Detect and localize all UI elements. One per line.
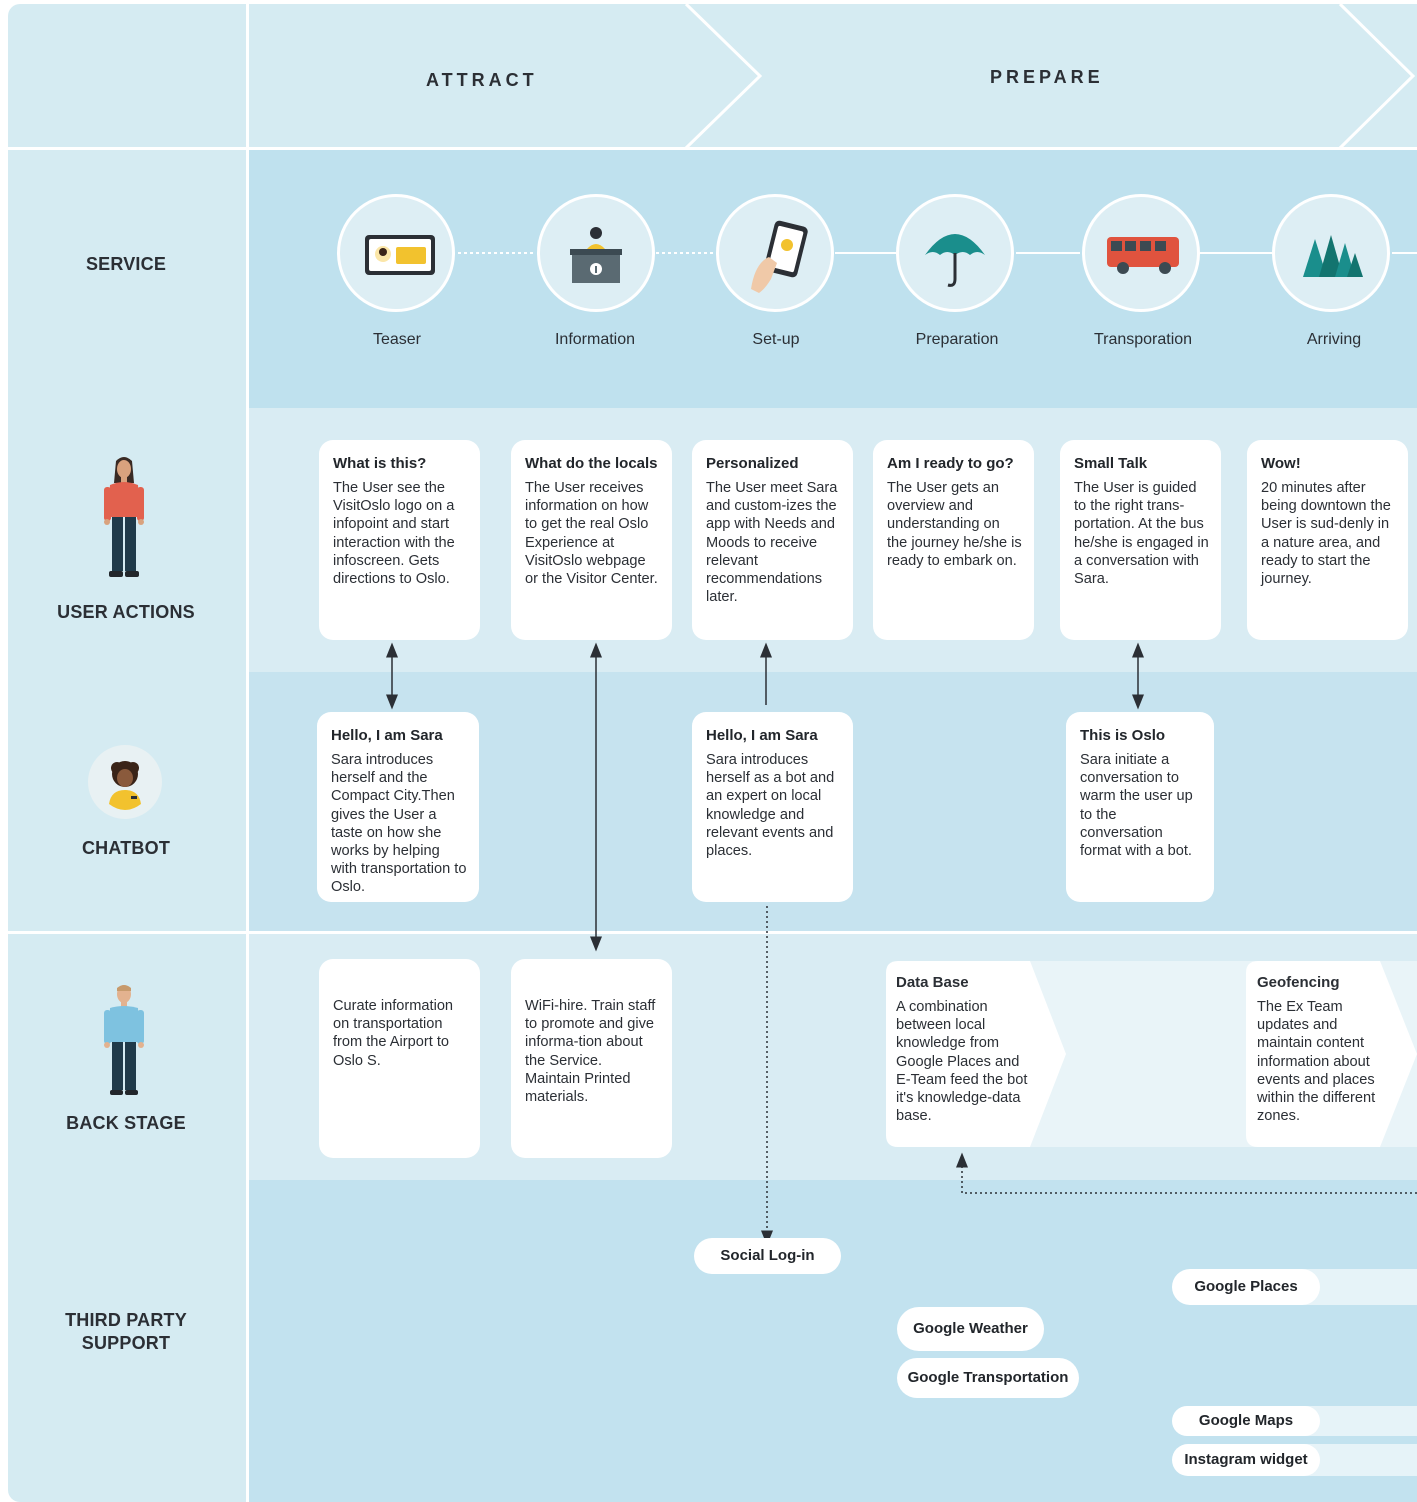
user-action-title: Small Talk [1074,455,1148,472]
google-places-pill: Google Places [1172,1269,1320,1305]
user-action-body: The User gets an overview and understand… [887,480,1022,569]
backstage-body: Curate information on transportation fro… [333,998,454,1069]
phase-attract: ATTRACT [426,70,538,90]
phase-header-band [249,4,1417,148]
chatbot-body: Sara initiate a conversation to warm the… [1080,752,1193,860]
row-label-service: SERVICE [85,254,167,274]
service-label-transporation: Transporation [1093,331,1193,348]
umbrella-icon [925,234,985,287]
service-arriving [1272,194,1390,312]
user-action-card: What do the locals The User receives inf… [511,440,672,640]
row-label-third-party-line1: THIRD PARTY [65,1310,187,1330]
backstage-geofencing: Geofencing The Ex Team updates and maint… [1246,961,1396,1125]
row-label-third-party: THIRD PARTY SUPPORT [8,1309,244,1355]
service-information [537,194,655,312]
service-label-teaser: Teaser [372,331,422,348]
trees-icon [1303,235,1363,277]
user-action-body: 20 minutes after being downtown the User… [1261,480,1391,588]
chatbot-card: Hello, I am Sara Sara introduces herself… [317,712,479,902]
user-action-body: The User meet Sara and custom-izes the a… [706,480,838,606]
chatbot-body: Sara introduces herself and the Compact … [331,752,467,896]
service-setup [716,194,834,312]
chatbot-title: Hello, I am Sara [706,727,818,744]
user-action-card: Am I ready to go? The User gets an overv… [873,440,1034,640]
service-teaser [337,194,455,312]
user-figure-icon [104,457,144,577]
divider-header [8,147,1417,150]
row-label-user-actions: USER ACTIONS [57,602,195,622]
user-action-card: What is this? The User see the VisitOslo… [319,440,480,640]
service-label-arriving: Arriving [1306,331,1362,348]
service-label-information: Information [554,331,636,348]
user-action-body: The User receives information on how to … [525,480,658,588]
backstage-card: WiFi-hire. Train staff to promote and gi… [511,959,672,1158]
chatbot-title: Hello, I am Sara [331,727,443,744]
row-label-third-party-line2: SUPPORT [81,1333,171,1353]
user-action-title: What do the locals [525,455,658,472]
service-transporation [1082,194,1200,312]
user-action-card: Small Talk The User is guided to the rig… [1060,440,1221,640]
backstage-database: Data Base A combination between local kn… [886,961,1036,1125]
chatbot-body: Sara introduces herself as a bot and an … [706,752,835,860]
service-preparation [896,194,1014,312]
backstage-geofencing-body: The Ex Team updates and maintain content… [1257,999,1376,1125]
backstage-database-title: Data Base [896,974,969,991]
screen-icon [365,235,435,275]
service-label-setup: Set-up [752,331,800,348]
user-action-title: What is this? [333,455,427,472]
backstage-database-body: A combination between local knowledge fr… [896,999,1028,1125]
service-label-preparation: Preparation [915,331,999,348]
info-desk-icon [570,227,622,283]
chatbot-title: This is Oslo [1080,727,1166,744]
divider-vertical [246,4,249,1502]
google-maps-pill: Google Maps [1172,1406,1320,1436]
user-action-card: Wow! 20 minutes after being downtown the… [1247,440,1408,640]
backstage-figure-icon [104,985,144,1095]
chatbot-card: This is Oslo Sara initiate a conversatio… [1066,712,1214,902]
backstage-body: WiFi-hire. Train staff to promote and gi… [525,998,656,1106]
user-action-body: The User is guided to the right trans-po… [1074,480,1209,588]
phone-hand-icon [751,220,808,293]
phase-chevrons [684,2,1416,150]
google-weather-pill: Google Weather [897,1307,1044,1351]
row-label-back-stage: BACK STAGE [66,1113,186,1133]
chatbot-avatar-icon [88,745,162,819]
service-connectors [458,252,1417,254]
user-action-title: Am I ready to go? [887,455,1014,472]
chatbot-card: Hello, I am Sara Sara introduces herself… [692,712,853,902]
backstage-arrow-shapes [886,961,1417,1147]
bus-icon [1107,237,1179,274]
user-action-title: Personalized [706,455,799,472]
instagram-widget-pill: Instagram widget [1172,1444,1320,1476]
backstage-geofencing-title: Geofencing [1257,974,1340,991]
user-action-card: Personalized The User meet Sara and cust… [692,440,853,640]
user-action-body: The User see the VisitOslo logo on a inf… [333,480,455,588]
google-transportation-pill: Google Transportation [897,1358,1079,1398]
phase-prepare: PREPARE [990,67,1104,87]
row-label-chatbot: CHATBOT [81,838,171,858]
backstage-card: Curate information on transportation fro… [319,959,480,1158]
user-action-title: Wow! [1261,455,1301,472]
social-login-pill: Social Log-in [694,1238,841,1274]
divider-frontstage [8,931,1417,934]
